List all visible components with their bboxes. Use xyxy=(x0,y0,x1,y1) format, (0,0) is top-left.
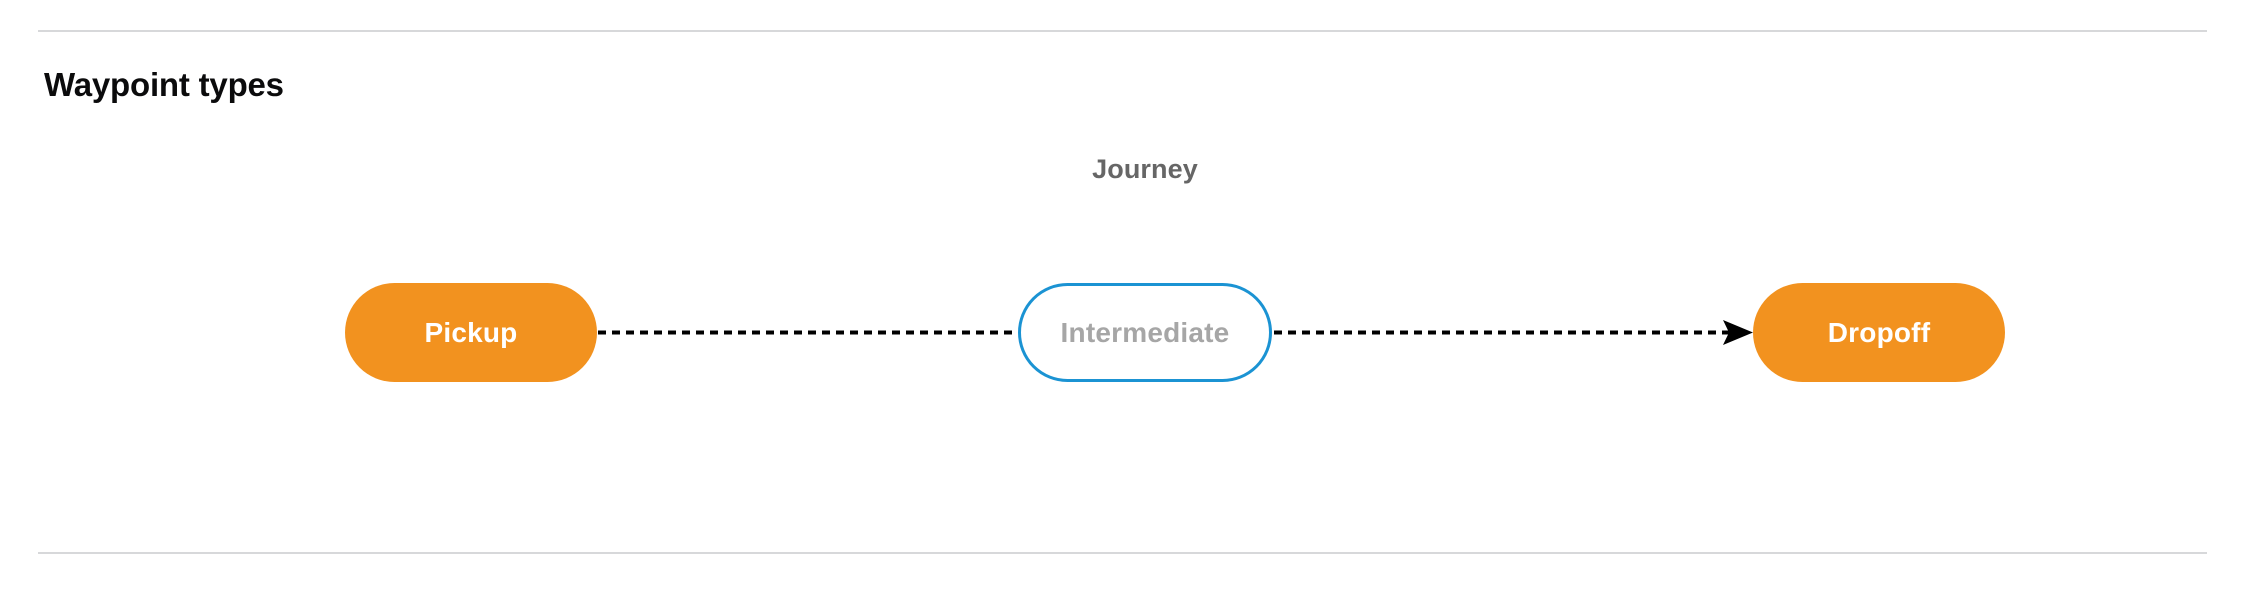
waypoint-node-intermediate-label: Intermediate xyxy=(1060,316,1230,348)
waypoint-node-pickup-label: Pickup xyxy=(424,316,518,348)
page-title: Waypoint types xyxy=(44,66,284,103)
waypoint-node-pickup[interactable]: Pickup xyxy=(345,283,597,382)
edge-arrowhead-icon xyxy=(1723,320,1753,345)
journey-cluster-label: Journey xyxy=(1092,154,1198,184)
waypoint-node-intermediate[interactable]: Intermediate xyxy=(1018,283,1272,382)
waypoint-node-dropoff-label: Dropoff xyxy=(1827,316,1931,348)
waypoint-node-dropoff[interactable]: Dropoff xyxy=(1753,283,2005,382)
section-divider-top xyxy=(38,30,2207,32)
section-divider-bottom xyxy=(38,552,2207,554)
